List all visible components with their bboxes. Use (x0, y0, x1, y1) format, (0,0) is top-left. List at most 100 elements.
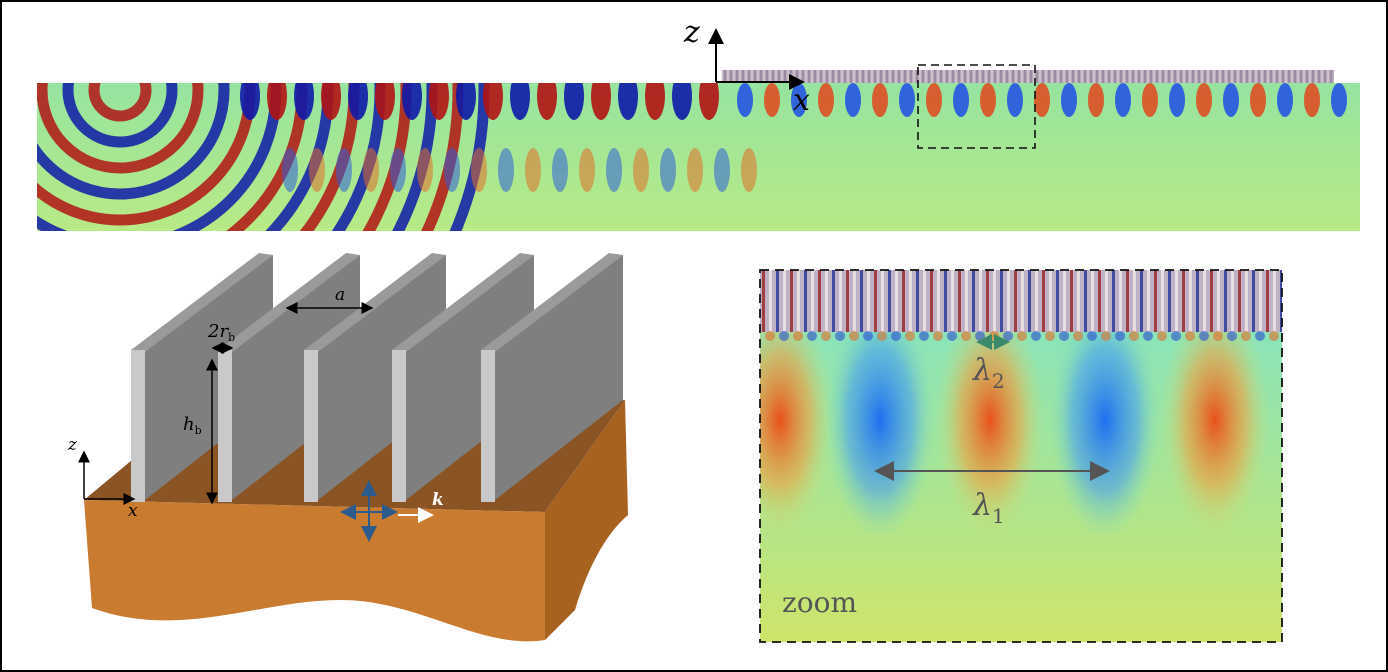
zoom-grating-line (1070, 270, 1073, 332)
blade-front-edge (304, 350, 318, 502)
surface-lobe (737, 83, 753, 117)
zoom-caption: zoom (782, 586, 857, 619)
surface-lobe (1169, 83, 1185, 117)
zoom-grating-line (930, 270, 933, 332)
surface-lobe (1142, 83, 1158, 117)
zoom-grating-line (853, 270, 856, 332)
zoom-grating-line (797, 270, 800, 332)
zoom-grating-line (965, 270, 968, 332)
zoom-grating-line (1028, 270, 1031, 332)
lambda2-label-main: λ (972, 353, 992, 388)
axis-z-label: z (683, 15, 700, 50)
width-label-main: 2r (207, 321, 229, 342)
field-lobe (402, 83, 422, 120)
field-map-panel: z x (37, 15, 1360, 231)
zoom-grating-line (832, 270, 835, 332)
zoom-edge-spot (1269, 331, 1279, 341)
zoom-edge-spot (891, 331, 901, 341)
zoom-grating-line (783, 270, 786, 332)
blade-top-edge (304, 253, 446, 352)
surface-lobe (926, 83, 942, 117)
zoom-region-box (917, 64, 1036, 149)
surface-lobe (1061, 83, 1077, 117)
zoom-grating-line (1021, 270, 1024, 332)
zoom-grating-line (762, 270, 765, 332)
field-lobe (672, 83, 692, 120)
zoom-grating-line (1238, 270, 1241, 332)
zoom-grating-line (1259, 270, 1262, 332)
field-lobe-lower (336, 148, 352, 192)
zoom-grating-line (804, 270, 807, 332)
field-lobe-lower (633, 148, 649, 192)
grating-strip (721, 70, 1334, 83)
zoom-grating-line (1203, 270, 1206, 332)
width-label: 2rb (207, 321, 235, 344)
field-lobe-lower (687, 148, 703, 192)
axis-x-label: x (793, 83, 810, 118)
field-lobe (699, 83, 719, 120)
height-label-main: h (183, 414, 195, 435)
zoom-edge-spot (1101, 331, 1111, 341)
zoom-grating-line (986, 270, 989, 332)
blade-front-edge (392, 350, 406, 502)
zoom-grating-line (881, 270, 884, 332)
field-lobe (348, 83, 368, 120)
small-axis-x-label: x (128, 501, 138, 521)
zoom-panel: λ2 λ 1 zoom (759, 269, 1283, 643)
zoom-grating-line (790, 270, 793, 332)
field-lobe-lower (471, 148, 487, 192)
lambda2-label: λ2 (972, 353, 1005, 393)
zoom-grating-line (993, 270, 996, 332)
surface-lobe (1277, 83, 1293, 117)
zoom-edge-spot (919, 331, 929, 341)
zoom-grating-line (1049, 270, 1052, 332)
zoom-grating-line (1077, 270, 1080, 332)
surface-lobe (980, 83, 996, 117)
zoom-edge-spot (849, 331, 859, 341)
zoom-grating-line (1063, 270, 1066, 332)
zoom-edge-spot (1143, 331, 1153, 341)
field-lobe (564, 83, 584, 120)
zoom-edge-spot (975, 331, 985, 341)
zoom-grating-line (1280, 270, 1282, 332)
zoom-edge-spot (1255, 331, 1265, 341)
zoom-grating-line (916, 270, 919, 332)
zoom-grating-line (902, 270, 905, 332)
zoom-grating-line (1182, 270, 1185, 332)
field-lobe (618, 83, 638, 120)
zoom-edge-spot (779, 331, 789, 341)
zoom-grating-line (1056, 270, 1059, 332)
zoom-edge-spot (1171, 331, 1181, 341)
blade-face (406, 255, 534, 500)
field-lobe-lower (741, 148, 757, 192)
field-lobe-lower (390, 148, 406, 192)
zoom-grating-line (1119, 270, 1122, 332)
surface-lobe (764, 83, 780, 117)
zoom-grating-line (1266, 270, 1269, 332)
zoom-edge-spot (877, 331, 887, 341)
zoom-grating-line (1042, 270, 1045, 332)
field-lobe-lower (552, 148, 568, 192)
zoom-frame (759, 269, 1283, 643)
zoom-edge-spot (1003, 331, 1013, 341)
zoom-edge-spot (1045, 331, 1055, 341)
blade-front-edge (218, 350, 232, 502)
zoom-red-lobe (760, 300, 835, 540)
lambda1-label-sub: 1 (992, 504, 1005, 528)
surface-lobe (1007, 83, 1023, 117)
zoom-grating-line (874, 270, 877, 332)
zoom-edge-spot (947, 331, 957, 341)
substrate-front (84, 500, 545, 642)
blade-top-edge (392, 253, 534, 352)
field-lobe-lower (606, 148, 622, 192)
field-lobe (429, 83, 449, 120)
field-map-pattern (37, 83, 1347, 231)
zoom-edge-spot (765, 331, 775, 341)
zoom-grating-line (1147, 270, 1150, 332)
wave-ring (37, 83, 230, 200)
zoom-edge-spot (821, 331, 831, 341)
zoom-edge-spot (1227, 331, 1237, 341)
zoom-grating-line (1245, 270, 1248, 332)
zoom-edge-spot (989, 331, 999, 341)
